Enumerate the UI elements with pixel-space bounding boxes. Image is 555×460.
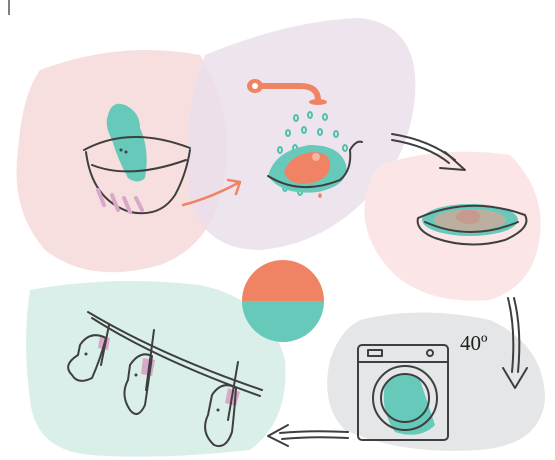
split-circle-icon: [242, 260, 324, 342]
arrow-machine-to-dry: [268, 425, 348, 446]
temperature-label: 40º: [460, 331, 488, 355]
